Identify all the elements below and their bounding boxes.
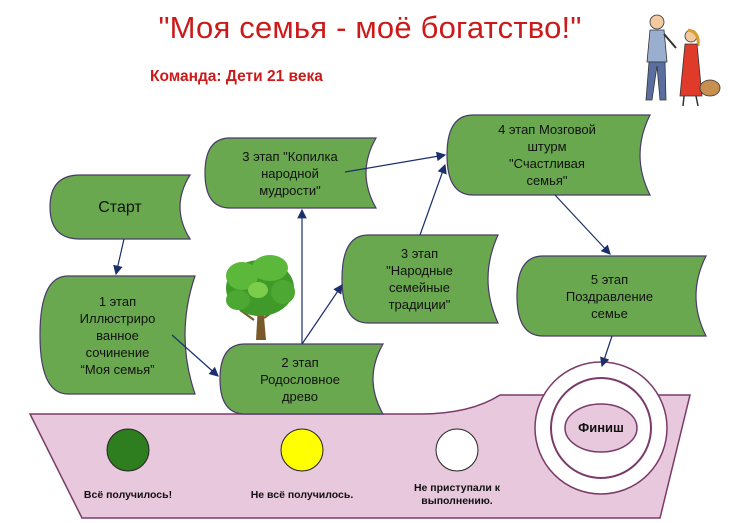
stage2-label: 2 этап Родословное древо (260, 354, 340, 404)
stage5-node (516, 255, 707, 337)
stage3a-node (204, 137, 378, 209)
stage1-label: 1 этап Иллюстриро ванное сочинение “Моя … (79, 293, 156, 377)
stage3b-label: 3 этап "Народные семейные традиции" (386, 246, 453, 312)
stage4-label: 4 этап Мозговой штурм "Счастливая семья" (498, 122, 596, 188)
start-label: Старт (98, 198, 142, 216)
stage3a-label: 3 этап "Копилка народной мудрости" (242, 148, 338, 198)
finish-badge (564, 403, 638, 453)
legend-partial-circle (280, 428, 324, 472)
stage2-node (219, 343, 385, 415)
start-node (49, 174, 192, 240)
stage4-node (446, 114, 651, 196)
ship-shape (28, 394, 691, 519)
legend-done-label: Всё получилось! (83, 489, 173, 501)
team-name: Команда: Дети 21 века (150, 68, 323, 85)
stage5-label: 5 этап Поздравление семье (565, 271, 654, 321)
tree-icon (226, 255, 295, 340)
legend-done-circle (106, 428, 150, 472)
legend-not-started-label: Не приступали к выполнению. (413, 482, 501, 507)
arrow-stage2-stage3b (301, 284, 343, 345)
stage1-node (39, 275, 196, 395)
arrow-start-stage1 (113, 238, 125, 276)
legend-partial-label: Не всё получилось. (250, 489, 354, 501)
arrow-stage4-stage5 (554, 194, 611, 255)
page-title: "Моя семья - моё богатство!" (158, 10, 582, 45)
couple-illustration (645, 14, 721, 107)
arrow-stage5-finish (600, 335, 613, 368)
arrow-stage3a-stage4 (344, 151, 447, 173)
legend-not-started-circle (435, 428, 479, 472)
arrow-stage3b-stage4 (419, 163, 447, 236)
arrow-stage1-stage2 (171, 334, 219, 377)
finish-label: Финиш (578, 420, 624, 435)
stage3b-node (341, 234, 499, 324)
